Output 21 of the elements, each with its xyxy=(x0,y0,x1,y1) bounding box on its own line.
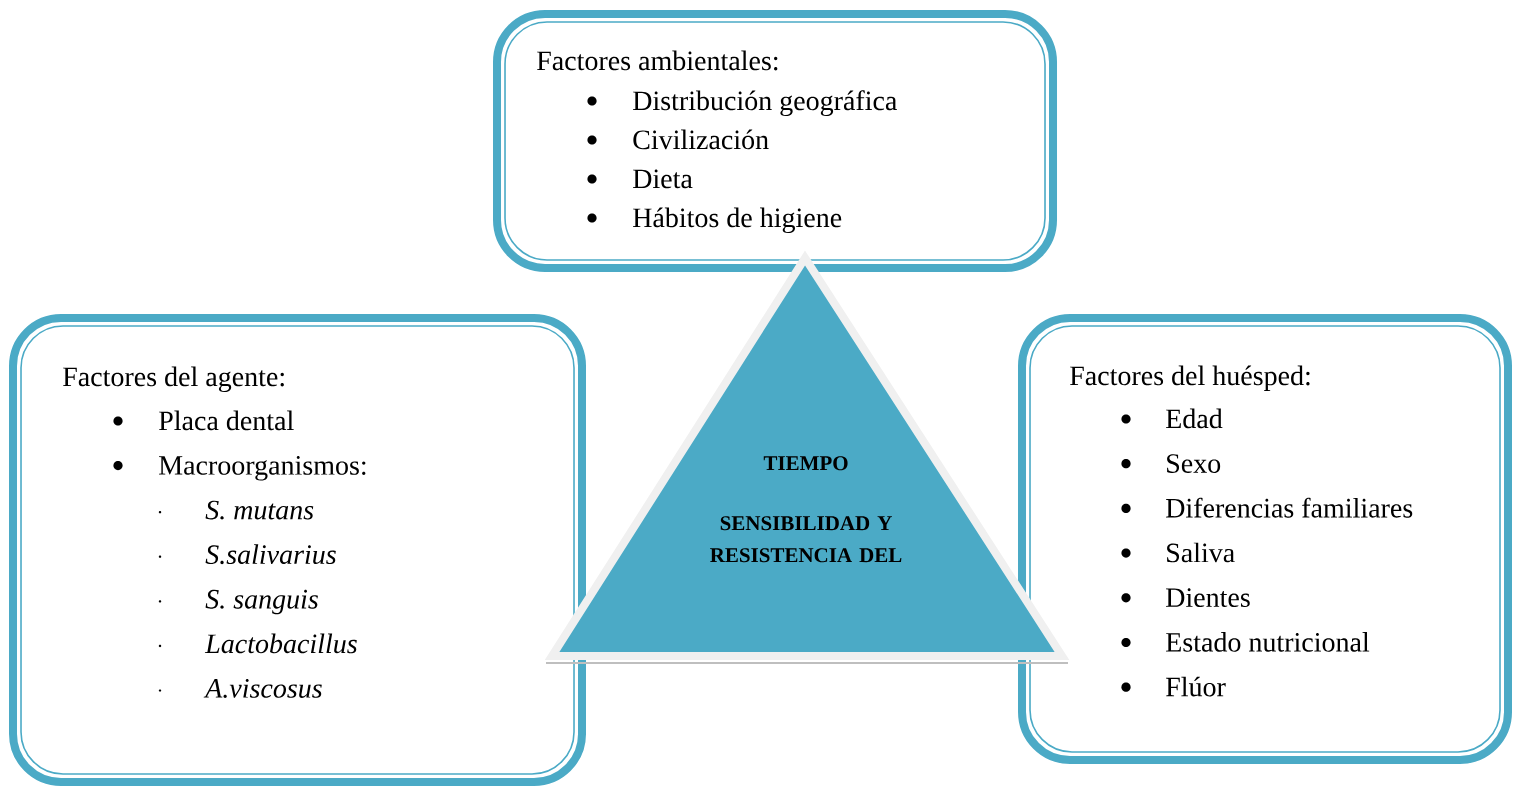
list-item: S.salivarius xyxy=(205,544,336,565)
list-item: Placa dental xyxy=(159,410,294,431)
list-item: A.viscosus xyxy=(203,679,322,698)
list-item: Distribución geográfica xyxy=(633,90,897,116)
list-item: Civilización xyxy=(633,129,769,150)
list-item: Sexo xyxy=(1167,454,1221,473)
list-item: Dientes xyxy=(1166,588,1250,608)
heading: Factores del huésped: xyxy=(1070,365,1310,391)
list-item: Dieta xyxy=(633,169,693,189)
heading: Factores ambientales: xyxy=(537,50,778,71)
list-item: Flúor xyxy=(1166,676,1226,697)
list-item: Lactobacillus xyxy=(204,633,357,654)
list-item: Hábitos de higiene xyxy=(633,207,842,233)
list-item: Edad xyxy=(1166,408,1223,429)
list-item: Saliva xyxy=(1167,542,1235,563)
list-item: Macroorganismos: xyxy=(159,456,366,481)
list-item: Diferencias familiares xyxy=(1166,497,1413,518)
list-item: S. mutans xyxy=(205,500,314,520)
heading: Factores del agente: xyxy=(63,366,284,392)
list-item: S. sanguis xyxy=(205,589,318,615)
list-item: Estado nutricional xyxy=(1166,632,1370,652)
